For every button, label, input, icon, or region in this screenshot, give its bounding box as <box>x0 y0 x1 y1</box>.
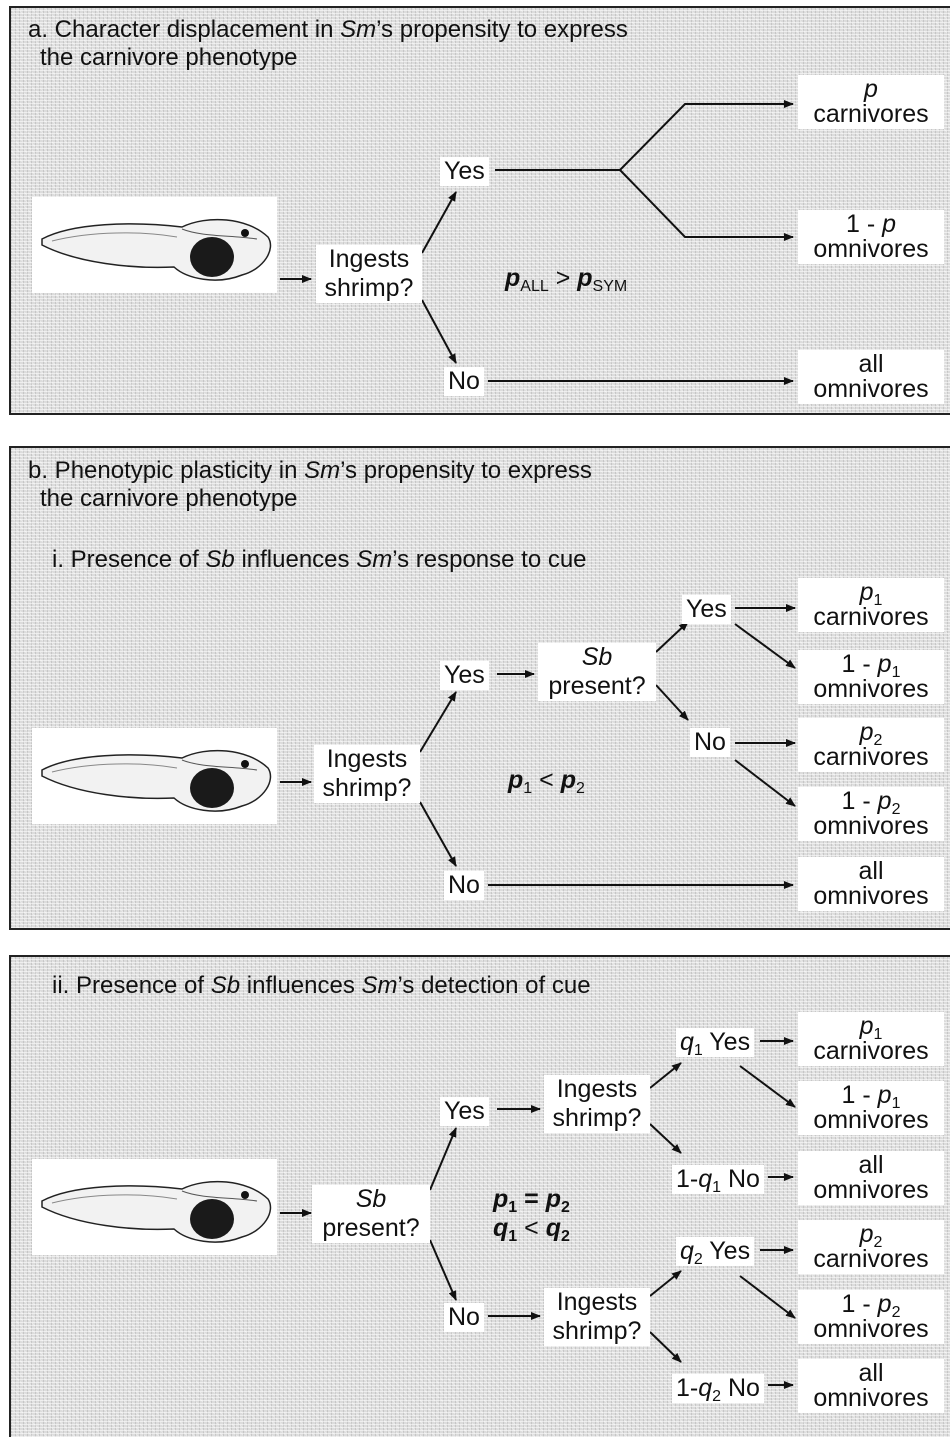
equation-c-1: p1 = p2 <box>493 1187 570 1212</box>
node-a-no: No <box>444 367 484 396</box>
arrow-b-1-p2 <box>735 760 795 806</box>
node-b-ingests-line1: Ingests <box>314 745 420 774</box>
branch-c-1-q2-no: 1-q2 No <box>672 1374 764 1403</box>
outcome-a-all-omnivores: all omnivores <box>798 350 944 404</box>
arrow-c-ing1-yes <box>650 1063 681 1088</box>
outcome-b-1-p1-omnivores: 1 - p1 omnivores <box>798 650 944 704</box>
node-c-ingests-2: Ingests shrimp? <box>544 1288 650 1346</box>
outcome-c-1-p1-omnivores: 1 - p1 omnivores <box>798 1081 944 1135</box>
node-b-yes: Yes <box>440 661 489 690</box>
arrow-c-yes <box>430 1128 456 1190</box>
node-a-ingests-line1: Ingests <box>316 245 422 274</box>
arrow-b-sb-yes <box>656 622 688 652</box>
outcome-c-all-omnivores-2: all omnivores <box>798 1359 944 1413</box>
equation-b: p1 < p2 <box>508 768 585 793</box>
branch-c-1-q1-no: 1-q1 No <box>672 1165 764 1194</box>
branch-c-q2-yes: q2 Yes <box>676 1237 754 1266</box>
outcome-b-p1-carnivores: p1 carnivores <box>798 578 944 632</box>
outcome-c-p2-carnivores: p2 carnivores <box>798 1220 944 1274</box>
outcome-b-p2-carnivores: p2 carnivores <box>798 718 944 772</box>
node-b-no: No <box>444 871 484 900</box>
arrow-c-1-p1 <box>740 1066 795 1107</box>
outcome-c-all-omnivores-1: all omnivores <box>798 1151 944 1205</box>
node-a-ingests: Ingests shrimp? <box>316 245 422 303</box>
node-b-ingests: Ingests shrimp? <box>314 745 420 803</box>
outcome-c-p1-carnivores: p1 carnivores <box>798 1012 944 1066</box>
arrow-a-no <box>422 300 456 363</box>
arrow-c-ing2-no <box>650 1332 681 1362</box>
outcome-c-1-p2-omnivores: 1 - p2 omnivores <box>798 1290 944 1344</box>
node-b-ingests-line2: shrimp? <box>314 774 420 803</box>
arrow-c-no <box>430 1240 456 1300</box>
node-a-yes: Yes <box>440 157 489 186</box>
arrow-b-sb-no <box>656 685 688 720</box>
node-a-ingests-line2: shrimp? <box>316 274 422 303</box>
node-c-no: No <box>444 1303 484 1332</box>
node-c-yes: Yes <box>440 1097 489 1126</box>
arrow-c-1-p2 <box>740 1276 795 1318</box>
equation-a: pALL > pSYM <box>505 266 627 291</box>
arrow-c-ing2-yes <box>650 1271 681 1296</box>
arrow-a-yes <box>422 192 456 253</box>
node-b-sb-no: No <box>690 728 730 757</box>
arrow-a-carnivores <box>495 104 793 170</box>
arrow-b-1-p1 <box>735 624 795 668</box>
arrow-a-omnivores <box>620 170 793 237</box>
outcome-a-omnivores: 1 - p omnivores <box>798 210 944 264</box>
outcome-b-all-omnivores: all omnivores <box>798 857 944 911</box>
arrow-c-ing1-no <box>650 1124 681 1153</box>
arrow-b-yes <box>420 692 456 752</box>
outcome-a-carnivores: p carnivores <box>798 75 944 129</box>
branch-c-q1-yes: q1 Yes <box>676 1028 754 1057</box>
equation-c-2: q1 < q2 <box>493 1216 570 1241</box>
node-b-sb-present: Sb present? <box>538 643 656 701</box>
node-c-sb-present: Sb present? <box>312 1185 430 1243</box>
arrow-b-no <box>420 802 456 866</box>
node-c-ingests-1: Ingests shrimp? <box>544 1075 650 1133</box>
outcome-b-1-p2-omnivores: 1 - p2 omnivores <box>798 787 944 841</box>
node-b-sb-yes: Yes <box>682 595 731 624</box>
